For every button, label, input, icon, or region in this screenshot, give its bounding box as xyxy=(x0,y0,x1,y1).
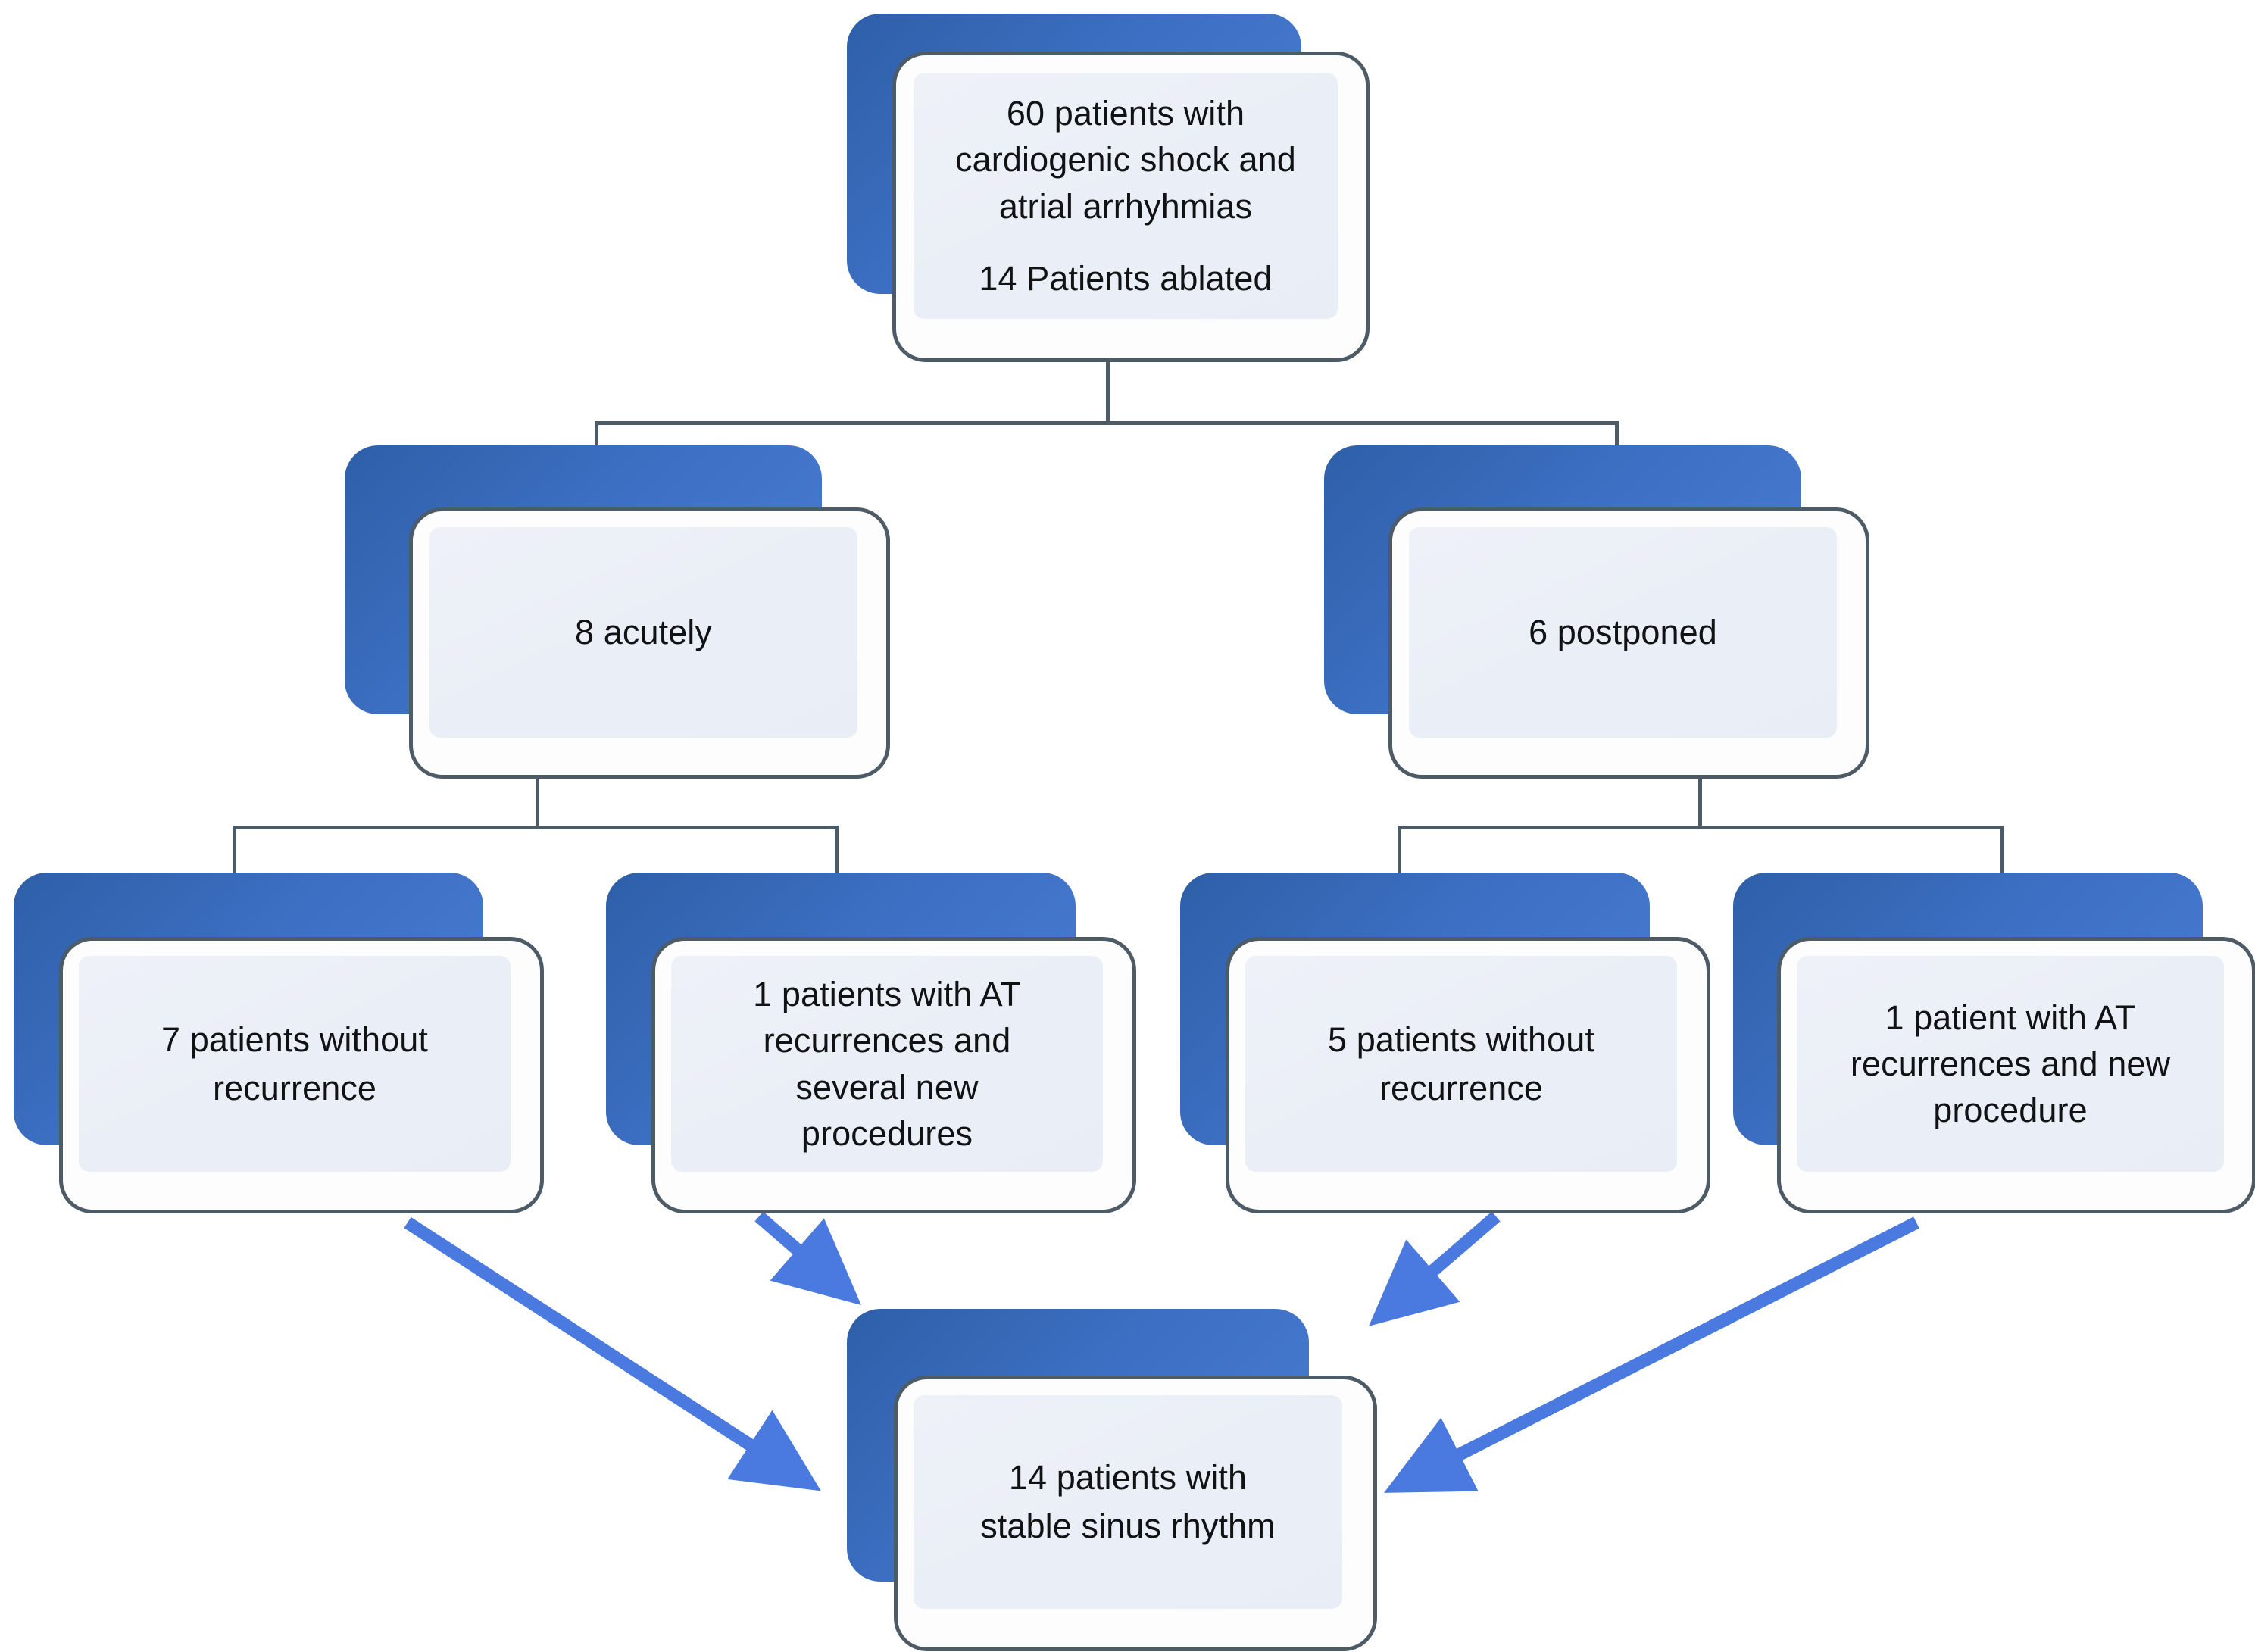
arrow-acute-recurrence-to-outcome xyxy=(754,1211,861,1305)
connector-acute-stem xyxy=(536,774,539,829)
node-root-panel: 60 patients with cardiogenic shock and a… xyxy=(914,73,1338,319)
node-acute-recurrence-label: 1 patients with AT recurrences and sever… xyxy=(753,975,1021,1153)
connector-postponed-bus xyxy=(1398,826,2004,829)
node-acute-label: 8 acutely xyxy=(574,613,712,652)
node-root-label-secondary: 14 Patients ablated xyxy=(979,258,1273,298)
node-outcome-panel: 14 patients with stable sinus rhythm xyxy=(914,1395,1342,1609)
arrow-postponed-no-recurrence-to-outcome xyxy=(1368,1211,1501,1326)
connector-acute-to-left xyxy=(233,826,236,877)
node-root-label-primary: 60 patients with cardiogenic shock and a… xyxy=(955,94,1296,226)
connector-root-stem xyxy=(1106,356,1110,424)
node-acute-recurrence-panel: 1 patients with AT recurrences and sever… xyxy=(671,956,1103,1172)
node-postponed-panel: 6 postponed xyxy=(1409,527,1837,738)
node-acute-recurrence[interactable]: 1 patients with AT recurrences and sever… xyxy=(606,873,1136,1213)
node-acute-no-recurrence-panel: 7 patients without recurrence xyxy=(79,956,511,1172)
node-postponed-no-recurrence-label: 5 patients without recurrence xyxy=(1327,1020,1595,1107)
node-postponed-recurrence-label: 1 patient with AT recurrences and new pr… xyxy=(1850,998,2171,1130)
node-postponed-no-recurrence[interactable]: 5 patients without recurrence xyxy=(1180,873,1710,1213)
node-postponed-recurrence-panel: 1 patient with AT recurrences and new pr… xyxy=(1797,956,2224,1172)
node-postponed-no-recurrence-panel: 5 patients without recurrence xyxy=(1245,956,1677,1172)
node-outcome[interactable]: 14 patients with stable sinus rhythm xyxy=(847,1309,1377,1651)
connector-acute-to-right xyxy=(835,826,839,877)
connector-root-to-postponed xyxy=(1615,421,1619,468)
node-postponed-label: 6 postponed xyxy=(1529,613,1717,652)
node-acute-panel: 8 acutely xyxy=(429,527,857,738)
node-root[interactable]: 60 patients with cardiogenic shock and a… xyxy=(847,14,1370,362)
arrow-postponed-recurrence-to-outcome xyxy=(1383,1216,1919,1493)
connector-postponed-to-right xyxy=(2000,826,2004,877)
node-postponed-recurrence[interactable]: 1 patient with AT recurrences and new pr… xyxy=(1733,873,2255,1213)
arrow-acute-no-recurrence-to-outcome xyxy=(404,1216,821,1491)
node-acute-no-recurrence-label: 7 patients without recurrence xyxy=(161,1020,429,1107)
connector-root-to-acute xyxy=(595,421,598,468)
node-outcome-label: 14 patients with stable sinus rhythm xyxy=(980,1458,1276,1545)
node-postponed[interactable]: 6 postponed xyxy=(1324,445,1869,779)
connector-root-bus xyxy=(595,421,1619,425)
connector-postponed-to-left xyxy=(1398,826,1401,877)
connector-acute-bus xyxy=(233,826,839,829)
connector-postponed-stem xyxy=(1698,774,1702,829)
node-acute[interactable]: 8 acutely xyxy=(345,445,890,779)
node-acute-no-recurrence[interactable]: 7 patients without recurrence xyxy=(14,873,544,1213)
